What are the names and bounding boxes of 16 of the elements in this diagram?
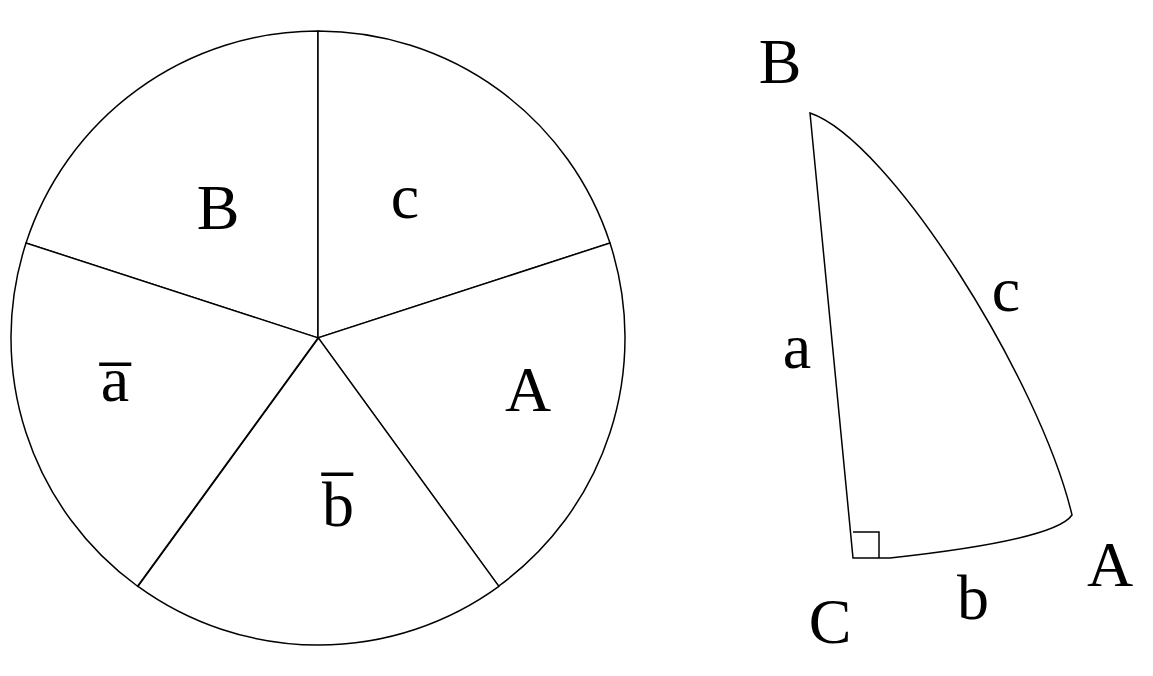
- vertex-label: B: [758, 30, 802, 94]
- sector-label: b̅: [322, 473, 354, 537]
- pie-sector: [318, 31, 610, 338]
- vertex-label: A: [1086, 533, 1134, 597]
- vertex-label: C: [808, 590, 852, 654]
- side-label: b: [957, 566, 989, 630]
- sector-label: A: [504, 358, 552, 422]
- sector-label: B: [196, 176, 240, 240]
- sector-label: a̅: [100, 348, 130, 412]
- pie-sector: [11, 243, 318, 587]
- pie-sector: [26, 31, 318, 338]
- pie-sector: [318, 243, 625, 587]
- sector-label: c: [390, 165, 420, 229]
- side-label: a: [782, 315, 812, 379]
- side-label: c: [991, 258, 1021, 322]
- pie-sector: [137, 338, 499, 645]
